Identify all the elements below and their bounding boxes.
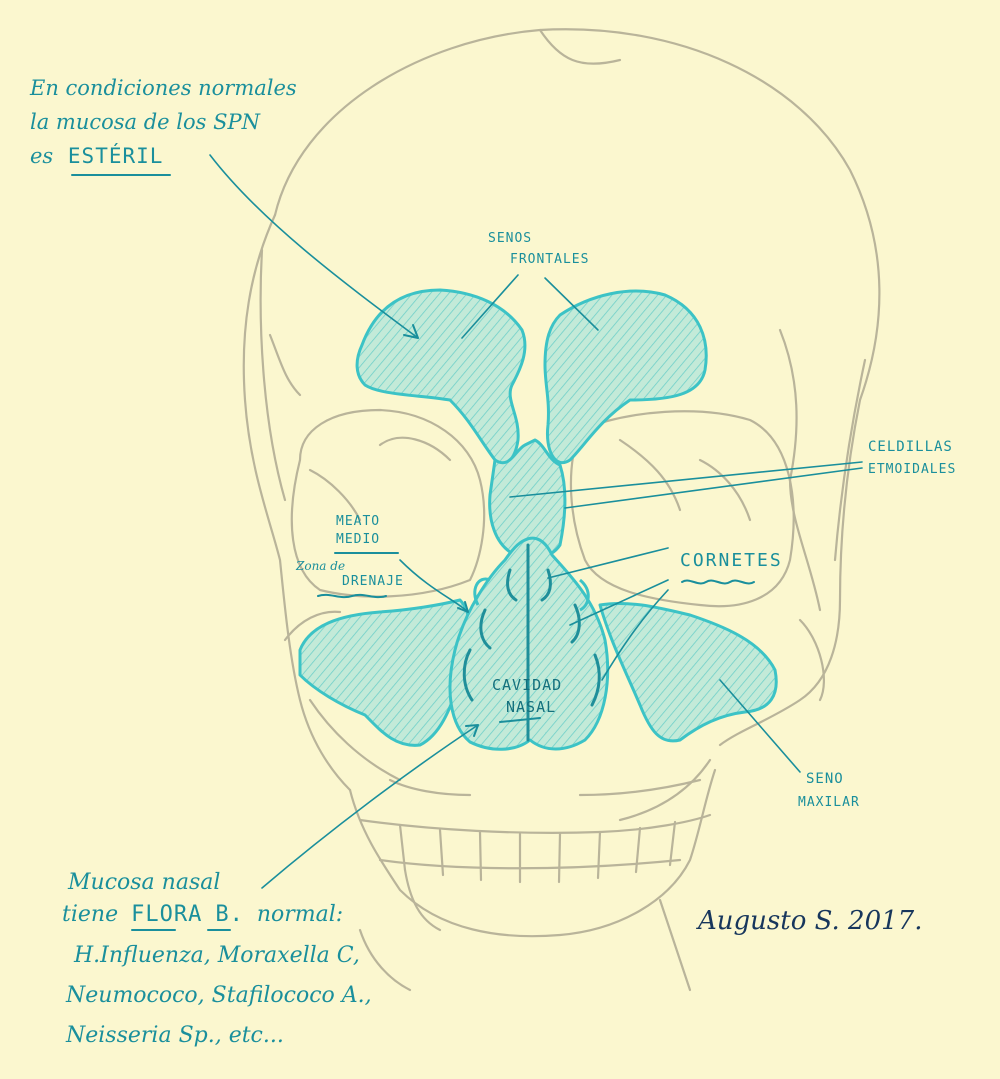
sinus-outlines-extra bbox=[473, 577, 590, 612]
note-bottom-line2: tiene FLORA B. normal: bbox=[62, 904, 343, 926]
frontal-sinus-right bbox=[543, 289, 708, 464]
leader-frontal-left bbox=[461, 274, 519, 339]
note-top-line3: es ESTÉRIL bbox=[30, 146, 163, 167]
note-top-prefix: es bbox=[30, 144, 54, 168]
label-zona: Zona de bbox=[296, 559, 346, 573]
note-bottom-line1: Mucosa nasal bbox=[68, 870, 221, 895]
ethmoid-cells bbox=[488, 438, 567, 560]
label-meato: MEATO bbox=[336, 514, 381, 529]
frontal-sinus-left bbox=[355, 288, 527, 466]
note-bottom-line5: Neisseria Sp., etc... bbox=[66, 1023, 284, 1048]
label-senos: SENOS bbox=[488, 231, 533, 246]
maxillary-sinus-left bbox=[298, 598, 471, 747]
leader-cornete-3 bbox=[601, 589, 669, 681]
label-drenaje: DRENAJE bbox=[342, 574, 404, 589]
label-etmoidales: ETMOIDALES bbox=[868, 462, 957, 477]
label-seno: SENO bbox=[806, 771, 844, 787]
leader-esteril bbox=[209, 154, 419, 339]
note-bottom-line4: Neumococo, Stafilococo A., bbox=[66, 983, 372, 1008]
nasal-details bbox=[462, 543, 601, 742]
note-bottom-emph2: B. bbox=[215, 902, 244, 927]
leader-mucosa bbox=[261, 724, 479, 889]
label-frontales: FRONTALES bbox=[510, 252, 590, 267]
note-bottom-emph1: FLORA bbox=[131, 902, 203, 927]
skull-outline bbox=[242, 28, 881, 992]
label-celdillas: CELDILLAS bbox=[868, 439, 953, 455]
leader-cornete-1 bbox=[547, 547, 669, 579]
note-top-emphasis: ESTÉRIL bbox=[67, 144, 164, 168]
note-bottom-suffix: normal: bbox=[256, 902, 344, 927]
label-medio: MEDIO bbox=[336, 532, 381, 547]
note-top-line2: la mucosa de los SPN bbox=[30, 110, 260, 134]
leader-frontal-right bbox=[544, 277, 599, 331]
signature: Augusto S. 2017. bbox=[698, 906, 923, 936]
label-cornetes: CORNETES bbox=[680, 550, 783, 571]
maxillary-sinus-right bbox=[598, 601, 778, 743]
leader-lines bbox=[209, 154, 863, 889]
label-maxilar: MAXILAR bbox=[798, 795, 860, 810]
label-cavidad: CAVIDAD bbox=[492, 676, 563, 694]
note-bottom-prefix: tiene bbox=[62, 902, 119, 927]
note-bottom-line3: H.Influenza, Moraxella C, bbox=[74, 943, 360, 968]
underlines bbox=[71, 174, 755, 931]
leader-ethmoid-2 bbox=[564, 467, 863, 509]
leader-meato bbox=[399, 559, 469, 613]
leader-cornete-2 bbox=[569, 579, 669, 626]
note-top-line1: En condiciones normales bbox=[30, 76, 297, 100]
leader-ethmoid-1 bbox=[509, 461, 863, 498]
label-nasal: NASAL bbox=[506, 698, 557, 716]
leader-seno-maxilar bbox=[719, 679, 801, 773]
